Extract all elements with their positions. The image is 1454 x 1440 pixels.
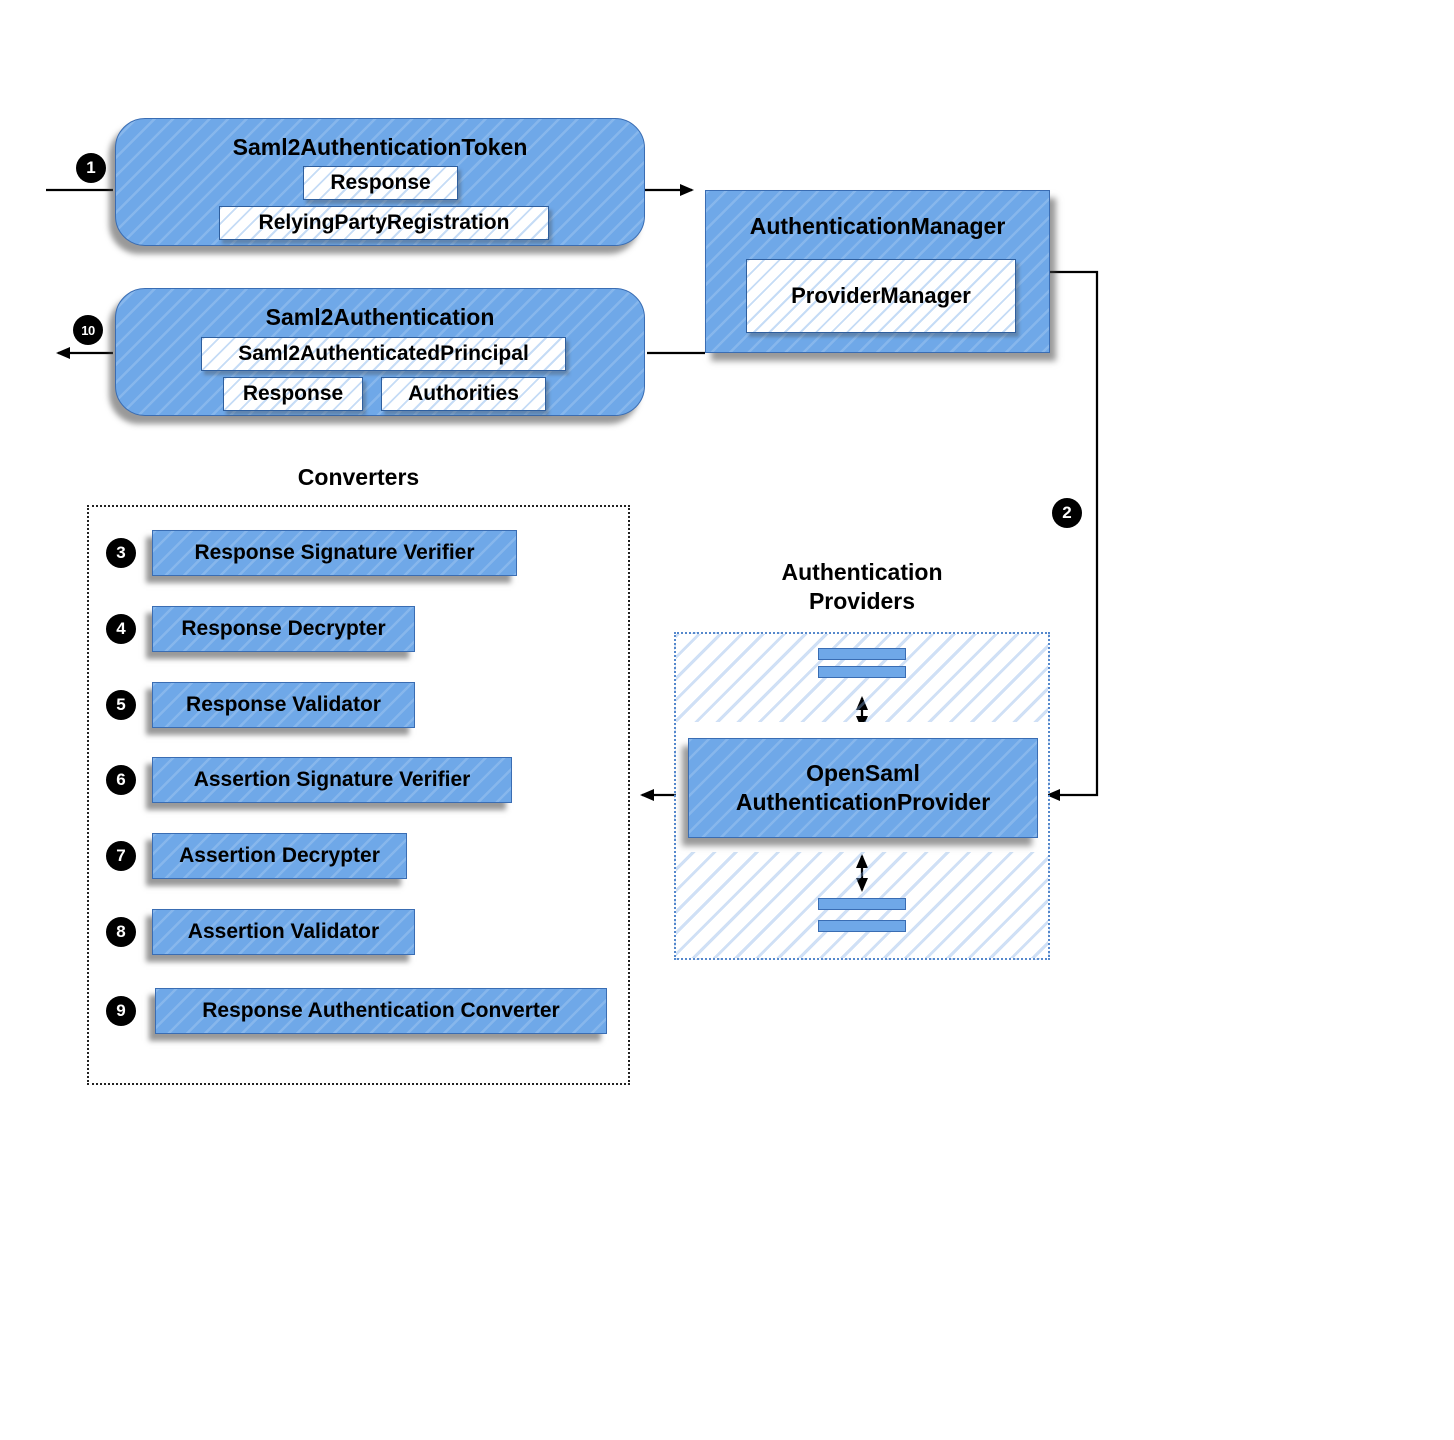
token-response-box: Response: [303, 166, 458, 200]
saml2-authentication-title: Saml2Authentication: [265, 304, 495, 330]
provider-placeholder-bar: [818, 666, 906, 678]
converter-response-validator: Response Validator: [152, 682, 415, 728]
authentication-providers-title-line1: Authentication: [781, 559, 943, 585]
authentication-providers-title-line2: Providers: [808, 588, 916, 614]
provider-placeholder-bar: [818, 898, 906, 910]
step-badge-1: 1: [76, 153, 106, 183]
converter-response-signature-verifier: Response Signature Verifier: [152, 530, 517, 576]
step-badge-3: 3: [106, 538, 136, 568]
step-badge-6: 6: [106, 765, 136, 795]
step-badge-7: 7: [106, 841, 136, 871]
authentication-response-box: Response: [223, 377, 363, 411]
saml2-authentication-token-title: Saml2AuthenticationToken: [232, 134, 528, 160]
provider-placeholder-bar: [818, 648, 906, 660]
converters-group-title: Converters: [297, 464, 420, 490]
authentication-manager-title: AuthenticationManager: [749, 213, 1006, 239]
node-open-saml-authentication-provider: OpenSaml AuthenticationProvider: [688, 738, 1038, 838]
provider-placeholder-bar: [818, 920, 906, 932]
saml2-authenticated-principal-box: Saml2AuthenticatedPrincipal: [201, 337, 566, 371]
step-badge-8: 8: [106, 917, 136, 947]
converter-assertion-decrypter: Assertion Decrypter: [152, 833, 407, 879]
converter-assertion-signature-verifier: Assertion Signature Verifier: [152, 757, 512, 803]
open-saml-provider-title-line2: AuthenticationProvider: [735, 789, 991, 815]
converter-response-authentication-converter: Response Authentication Converter: [155, 988, 607, 1034]
provider-manager-box: ProviderManager: [746, 259, 1016, 333]
node-saml2-authentication-token: Saml2AuthenticationToken Response Relyin…: [115, 118, 645, 246]
step-badge-9: 9: [106, 996, 136, 1026]
open-saml-provider-title-line1: OpenSaml: [806, 760, 920, 786]
node-authentication-manager: AuthenticationManager ProviderManager: [705, 190, 1050, 353]
converter-response-decrypter: Response Decrypter: [152, 606, 415, 652]
step-badge-2: 2: [1052, 498, 1082, 528]
token-relying-party-registration-box: RelyingPartyRegistration: [219, 206, 549, 240]
arrow-manager-to-provider: [1046, 270, 1099, 801]
authentication-providers-title: Authentication Providers: [674, 558, 1050, 616]
step-badge-4: 4: [106, 614, 136, 644]
converters-group-box: [87, 505, 630, 1085]
authentication-authorities-box: Authorities: [381, 377, 546, 411]
step-badge-5: 5: [106, 690, 136, 720]
node-saml2-authentication: Saml2Authentication Saml2AuthenticatedPr…: [115, 288, 645, 416]
step-badge-10: 10: [73, 315, 103, 345]
converter-assertion-validator: Assertion Validator: [152, 909, 415, 955]
